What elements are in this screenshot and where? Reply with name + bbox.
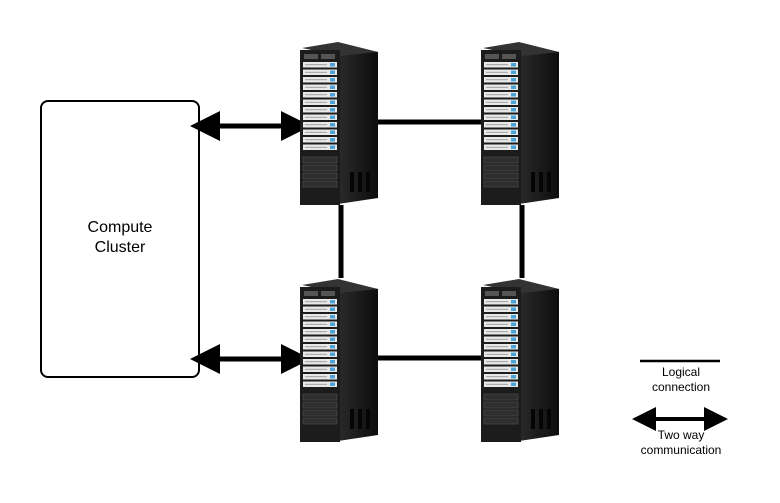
server-bottom-right-icon — [481, 279, 559, 442]
legend-two-way-line2: communication — [640, 443, 722, 457]
server-top-left-icon — [300, 42, 378, 205]
legend-logical-line1: Logical — [661, 365, 701, 379]
legend-two-way-line1: Two way — [657, 428, 705, 442]
server-top-right-icon — [481, 42, 559, 205]
compute-cluster-label-line2: Cluster — [94, 239, 146, 256]
legend-logical-line2: connection — [651, 380, 711, 394]
compute-cluster-label: Compute Cluster — [40, 218, 200, 258]
legend-two-way-label: Two way communication — [626, 428, 736, 458]
legend-logical-label: Logical connection — [626, 365, 736, 395]
compute-cluster-label-line1: Compute — [87, 219, 153, 236]
compute-cluster-box — [40, 100, 200, 378]
server-bottom-left-icon — [300, 279, 378, 442]
